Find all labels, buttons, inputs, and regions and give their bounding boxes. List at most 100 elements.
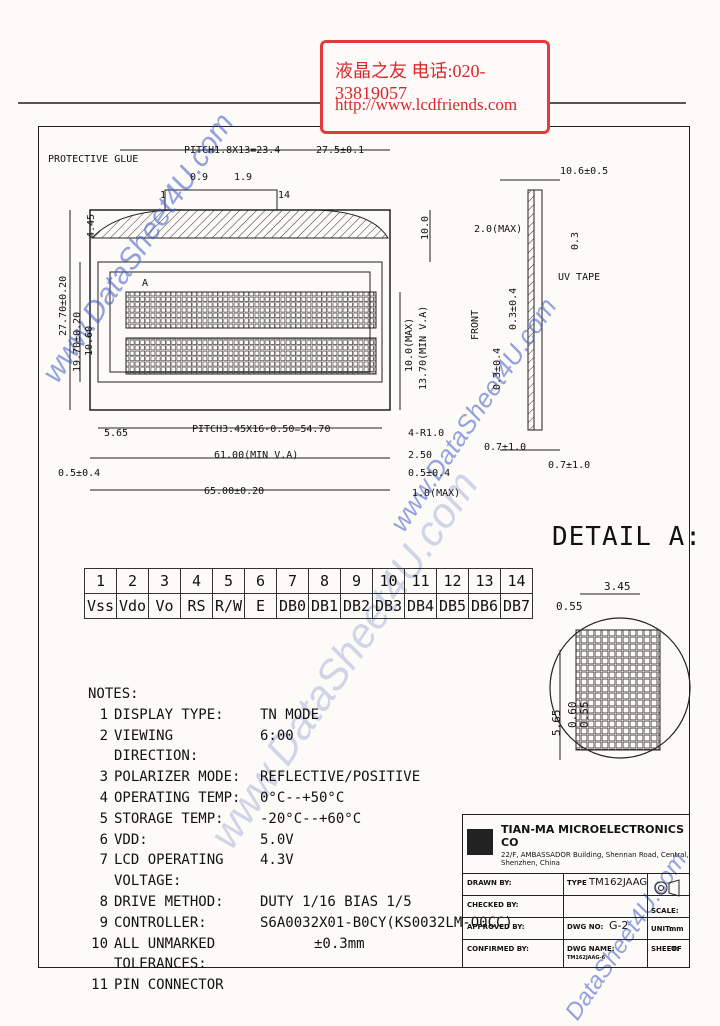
dim-total-width: 65.00±0.20 (204, 486, 265, 497)
note-key: DRIVE METHOD: (114, 893, 224, 910)
detail-title: DETAIL A: (552, 522, 702, 552)
pin-name: DB1 (308, 593, 341, 619)
stamp-phone: 液晶之友 电话:020-33819057 (335, 61, 486, 103)
note-value: REFLECTIVE/POSITIVE (260, 769, 421, 786)
dim-pitch-bottom: PITCH3.45X16-0.50=54.70 (192, 424, 331, 435)
pin-number: 7 (276, 568, 309, 594)
dim-250: 2.50 (408, 450, 433, 461)
pin-assignment-table: 1 2 3 4 5 6 7 8 9 10 11 12 13 14 Vss Vdo… (84, 568, 533, 619)
dim-1970: 19.70±0.20 (72, 311, 83, 372)
pin-number: 8 (308, 568, 341, 594)
glue-area (90, 209, 389, 239)
pin-name: DB6 (468, 593, 501, 619)
note-value: S6A0032X01-B0CY(KS0032LM-O0CC) (260, 914, 513, 931)
pin-name: R/W (212, 593, 245, 619)
note-key: OPERATING TEMP: (114, 789, 241, 806)
pin-number: 5 (212, 568, 245, 594)
dwg-no-label: DWG NO: (567, 923, 604, 931)
scale-label: SCALE: (651, 907, 679, 915)
pin-name: DB5 (436, 593, 469, 619)
note-key: ALL UNMARKED TOLERANCES: (114, 935, 216, 973)
title-block: TIAN-MA MICROELECTRONICS CO 22/F, AMBASS… (462, 814, 690, 968)
note-key: VDD: (114, 831, 148, 848)
pin-name: DB0 (276, 593, 309, 619)
note-value: 5.0V (260, 831, 294, 848)
dim-side-03: 0.3 (570, 231, 581, 250)
note-value: DUTY 1/16 BIAS 1/5 (260, 893, 412, 910)
detail-h565: 5.65 (550, 709, 563, 737)
dim-side-200: 2.0(MAX) (474, 224, 523, 235)
pin-name: DB4 (404, 593, 437, 619)
pin-number: 11 (404, 568, 437, 594)
drawn-by-label: DRAWN BY: (467, 879, 512, 887)
dim-side-050: 0.5±0.4 (58, 468, 101, 479)
approved-by-label: APPROVED BY: (467, 923, 525, 931)
pin-row (164, 189, 278, 211)
note-key: POLARIZER MODE: (114, 769, 241, 786)
note-number: 4 (99, 789, 108, 806)
label-pin-last: 14 (278, 190, 291, 201)
note-value: 4.3V (260, 852, 294, 869)
dim-side-v1: 0.3±0.4 (508, 287, 519, 330)
dim-565: 5.65 (104, 428, 129, 439)
projection-symbol-icon (654, 879, 680, 897)
pin-name: RS (180, 593, 213, 619)
pin-name: E (244, 593, 277, 619)
label-uv-tape: UV TAPE (558, 272, 601, 283)
view-area (97, 261, 383, 383)
pin-name: Vdo (116, 593, 149, 619)
dim-10max: 1.0(MAX) (412, 488, 461, 499)
pin-number: 4 (180, 568, 213, 594)
note-number: 3 (99, 769, 108, 786)
detail-w345: 3.45 (604, 580, 631, 593)
note-number: 11 (91, 977, 108, 994)
dim-va-min: 13.70(MIN V.A) (418, 305, 429, 390)
label-char-a: A (142, 278, 149, 289)
note-key: VIEWING DIRECTION: (114, 727, 199, 765)
type-value: TM162JAAG (589, 877, 648, 888)
dim-445: 4.45 (86, 213, 97, 238)
note-number: 10 (91, 935, 108, 952)
note-number: 6 (99, 831, 108, 848)
label-pin-first: 1 (160, 190, 167, 201)
note-key: DISPLAY TYPE: (114, 706, 224, 723)
dim-va-max: 10.0(MAX) (404, 317, 415, 372)
label-protective-glue: PROTECTIVE GLUE (48, 154, 139, 165)
company-address: 22/F, AMBASSADOR Building, Shennan Road,… (501, 851, 689, 867)
note-item: 3 POLARIZER MODE: REFLECTIVE/POSITIVE (88, 767, 513, 788)
pin-name: DB3 (372, 593, 405, 619)
note-item: 11 PIN CONNECTOR (88, 975, 513, 996)
type-label: TYPE (567, 879, 587, 887)
detail-circle (549, 617, 691, 759)
note-key: PIN CONNECTOR (114, 977, 224, 994)
dim-05: 0.5±0.4 (408, 468, 451, 479)
detail-char-grid (575, 629, 661, 751)
dwg-name-value: TM162JAAG-6 (567, 955, 606, 961)
pin-number: 1 (84, 568, 117, 594)
note-value: 0°C--+50°C (260, 789, 345, 806)
note-value: 6:00 (260, 727, 294, 744)
char-row-1 (125, 291, 377, 329)
contact-stamp: 液晶之友 电话:020-33819057 http://www.lcdfrien… (320, 40, 550, 134)
notes-title: NOTES: (88, 686, 139, 702)
pin-name: Vo (148, 593, 181, 619)
note-value: TN MODE (260, 706, 320, 723)
dim-r10: 4-R1.0 (408, 428, 445, 439)
pin-number: 9 (340, 568, 373, 594)
sheet-value: OF (671, 945, 682, 953)
pin-number: 2 (116, 568, 149, 594)
stamp-url[interactable]: http://www.lcdfriends.com (335, 95, 518, 114)
dim-side-07b: 0.7±1.0 (548, 460, 591, 471)
note-item: 4 OPERATING TEMP: 0°C--+50°C (88, 788, 513, 809)
note-key: CONTROLLER: (114, 914, 207, 931)
dim-100: 10.0 (420, 215, 431, 240)
confirmed-by-label: CONFIRMED BY: (467, 945, 529, 953)
note-value: ±0.3mm (314, 935, 365, 952)
dim-side-width: 10.6±0.5 (560, 166, 609, 177)
checked-by-label: CHECKED BY: (467, 901, 519, 909)
